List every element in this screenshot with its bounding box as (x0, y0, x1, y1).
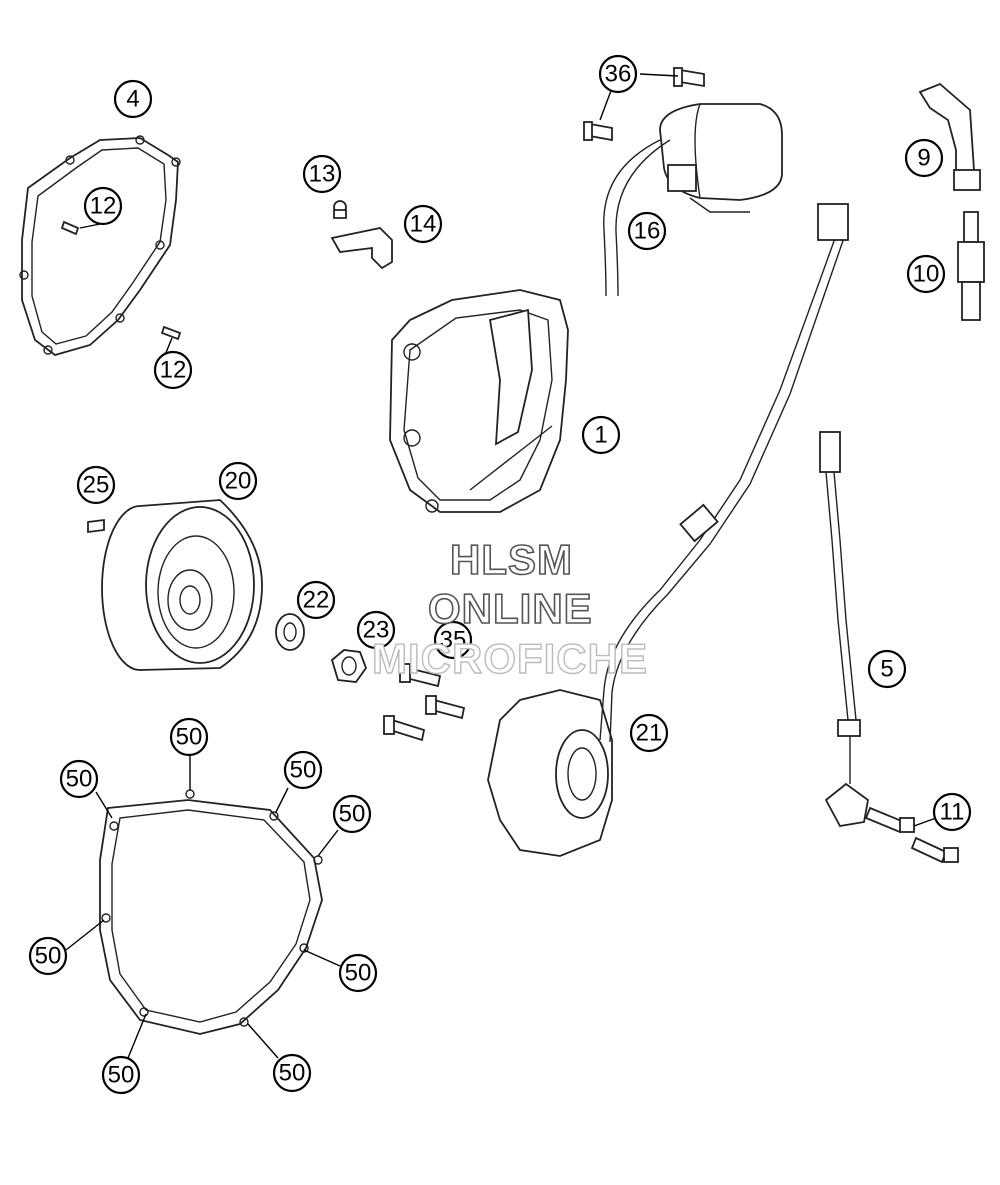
svg-text:1: 1 (594, 422, 607, 449)
callout-50-right: 50 (332, 794, 372, 834)
callout-50-upper-right: 50 (283, 750, 323, 790)
pulse-generator-part-5 (819, 431, 869, 827)
callout-9: 9 (904, 138, 944, 178)
screw-part-13 (333, 200, 347, 219)
svg-text:21: 21 (636, 720, 663, 747)
svg-text:12: 12 (160, 357, 187, 384)
bolt-part-36-right (673, 67, 705, 88)
svg-text:50: 50 (345, 960, 372, 987)
callout-50-upper-left: 50 (59, 759, 99, 799)
gasket-part-50 (99, 789, 323, 1035)
svg-text:35: 35 (440, 627, 467, 654)
watermark-line-1: HLSM (449, 535, 573, 584)
callout-5: 5 (867, 649, 907, 689)
svg-text:16: 16 (634, 218, 661, 245)
spark-plug-cap-part-9 (918, 82, 981, 191)
svg-text:50: 50 (290, 757, 317, 784)
callout-14: 14 (403, 204, 443, 244)
callout-20: 20 (218, 461, 258, 501)
callout-13: 13 (302, 154, 342, 194)
bolt-part-35-b (425, 695, 466, 720)
bracket-part-14 (330, 227, 393, 270)
dowel-pin-12-upper (60, 220, 80, 236)
svg-text:9: 9 (917, 145, 930, 172)
callout-50-bottom-right: 50 (272, 1053, 312, 1093)
flywheel-part-20 (101, 499, 263, 671)
screw-part-11-b (910, 836, 959, 864)
svg-text:11: 11 (940, 799, 965, 826)
screw-part-11-a (864, 806, 915, 834)
svg-text:4: 4 (126, 86, 139, 113)
watermark-line-3: MICROFICHE (371, 634, 648, 682)
svg-text:13: 13 (309, 161, 336, 188)
watermark-line-2: ONLINE (427, 584, 593, 633)
bolt-part-35-a (399, 663, 442, 688)
callout-35: 35 (433, 620, 473, 660)
svg-text:22: 22 (303, 587, 330, 614)
callout-50-top: 50 (169, 717, 209, 757)
callout-25: 25 (76, 465, 116, 505)
callout-12-upper: 12 (83, 186, 123, 226)
callout-16: 16 (627, 211, 667, 251)
callout-4: 4 (113, 79, 153, 119)
ignition-cover-part-1 (389, 289, 569, 513)
svg-text:50: 50 (66, 766, 93, 793)
callout-36: 36 (598, 54, 638, 94)
svg-text:12: 12 (90, 193, 117, 220)
dowel-pin-12-lower (160, 325, 182, 341)
bolt-part-36-left (583, 121, 613, 142)
gasket-part-4 (19, 135, 181, 356)
spark-plug-part-10 (957, 211, 985, 321)
callout-50-mid-right: 50 (338, 953, 378, 993)
callout-50-bottom-left: 50 (101, 1055, 141, 1095)
callout-10: 10 (906, 254, 946, 294)
callout-21: 21 (629, 713, 669, 753)
svg-text:23: 23 (363, 617, 390, 644)
callout-23: 23 (356, 610, 396, 650)
svg-text:10: 10 (913, 261, 940, 288)
svg-text:50: 50 (35, 943, 62, 970)
svg-text:50: 50 (279, 1060, 306, 1087)
callout-12-lower: 12 (153, 350, 193, 390)
woodruff-key-part-25 (87, 518, 105, 534)
svg-text:20: 20 (225, 468, 252, 495)
callout-50-mid-left: 50 (28, 936, 68, 976)
bolt-part-35-c (383, 715, 426, 742)
svg-text:50: 50 (339, 801, 366, 828)
callout-22: 22 (296, 580, 336, 620)
svg-text:50: 50 (176, 724, 203, 751)
svg-text:50: 50 (108, 1062, 135, 1089)
stator-part-21 (487, 203, 849, 857)
svg-text:36: 36 (605, 61, 632, 88)
callout-1: 1 (581, 415, 621, 455)
ignition-coil-part-16 (603, 103, 783, 297)
svg-text:14: 14 (410, 211, 437, 238)
svg-text:5: 5 (880, 656, 893, 683)
svg-text:25: 25 (83, 472, 110, 499)
washer-part-22 (275, 613, 305, 651)
callout-11: 11 (932, 792, 972, 832)
nut-part-23 (330, 649, 368, 683)
